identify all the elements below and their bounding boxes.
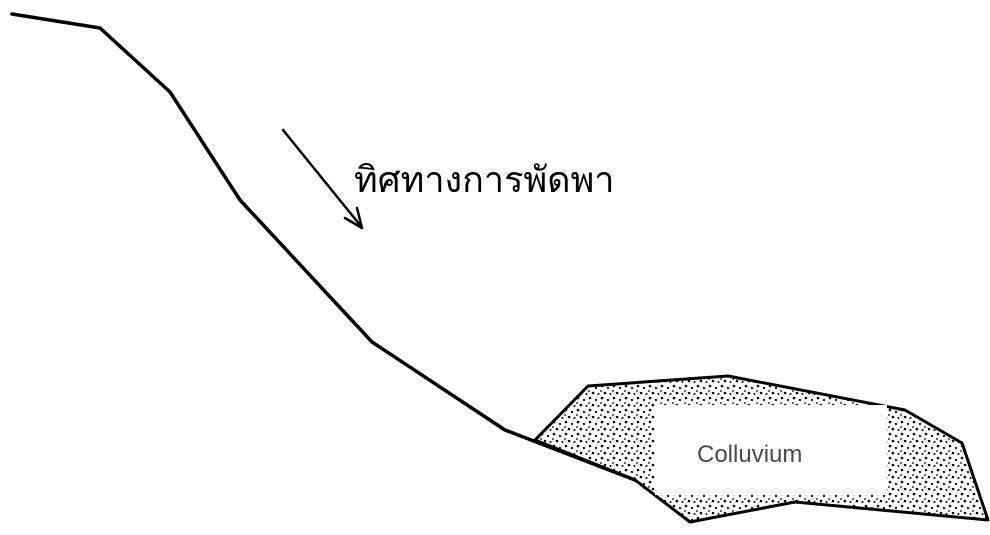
colluvium-label: Colluvium [697, 441, 802, 468]
transport-direction-label: ทิศทางการพัดพา [354, 160, 615, 201]
slope-profile-line [12, 14, 635, 480]
transport-direction-arrow [283, 130, 362, 228]
